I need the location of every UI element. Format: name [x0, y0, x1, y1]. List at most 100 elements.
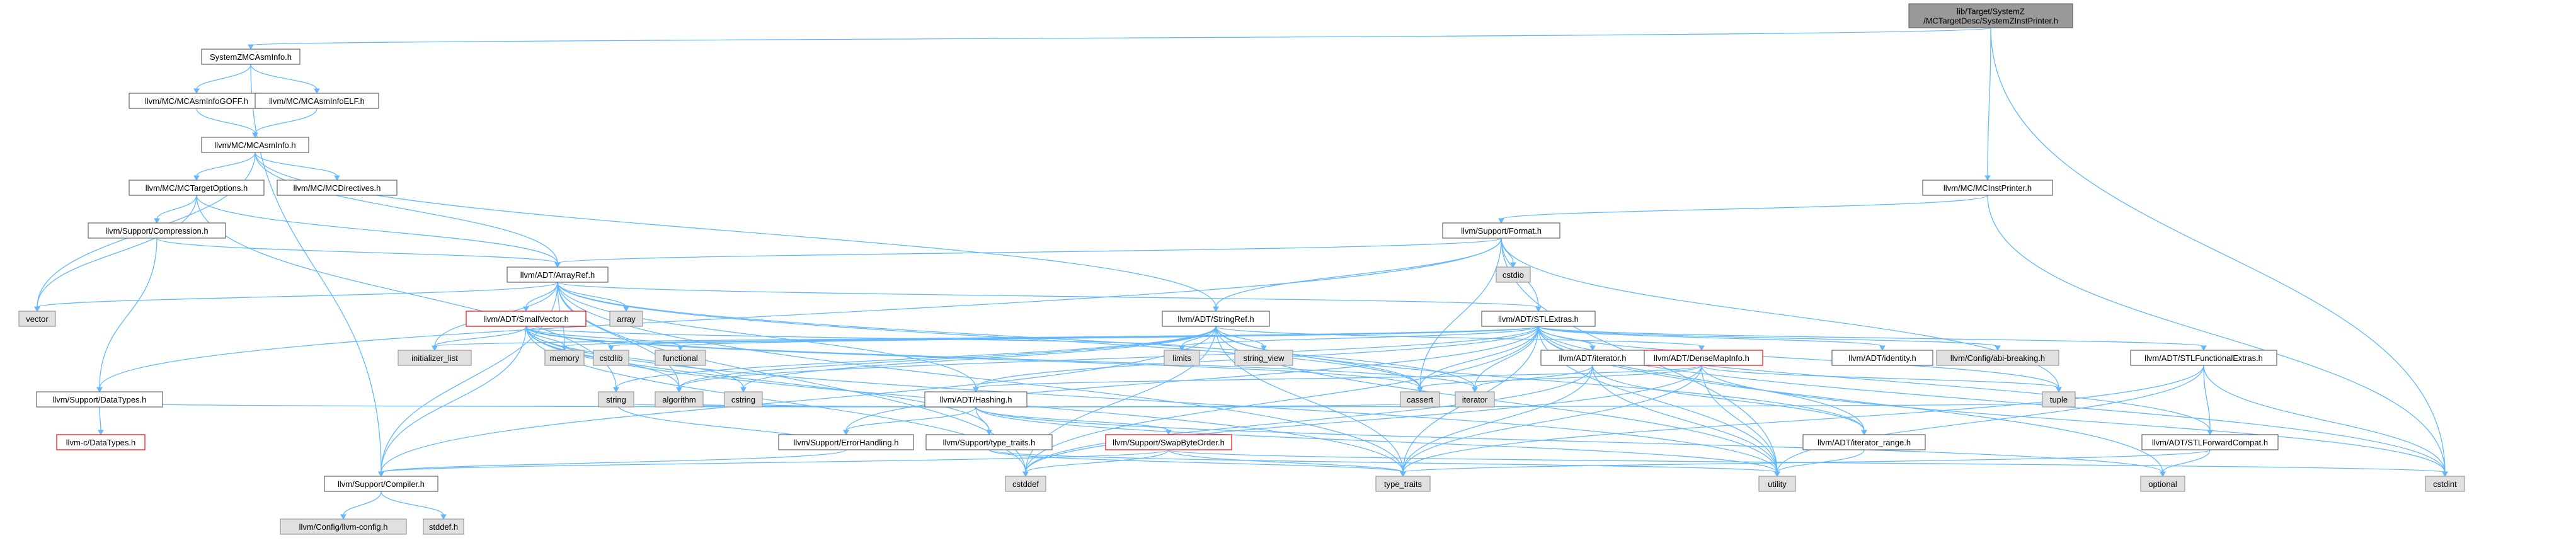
arrowhead-SwapByteOrder-to-Compiler	[378, 471, 384, 477]
arrowhead-SwapByteOrder-to-type_traits	[1400, 471, 1406, 477]
edge-ADTiterator-to-utility	[1592, 365, 1778, 473]
edge-MCAsmInfoELF-to-MCAsmInfo	[255, 108, 318, 134]
node-DataTypesSupport[interactable]: llvm/Support/DataTypes.h	[36, 391, 163, 408]
edge-Compiler-to-llvmconfig	[343, 491, 382, 516]
node-box-identity	[1831, 350, 1933, 366]
node-label-SmallVector: llvm/ADT/SmallVector.h	[483, 314, 569, 324]
node-box-StringRef	[1162, 311, 1270, 327]
edge-Hashing-to-optional	[975, 406, 2163, 473]
node-identity[interactable]: llvm/ADT/identity.h	[1831, 350, 1933, 366]
node-ADTiterator[interactable]: llvm/ADT/iterator.h	[1540, 350, 1645, 366]
node-box-cassert	[1400, 391, 1440, 408]
node-MCAsmInfoGOFF[interactable]: llvm/MC/MCAsmInfoGOFF.h	[129, 93, 265, 109]
node-MCInstPrinter[interactable]: llvm/MC/MCInstPrinter.h	[1922, 180, 2053, 196]
node-ArrayRef[interactable]: llvm/ADT/ArrayRef.h	[507, 266, 609, 283]
arrowhead-STLFunctionalExtras-to-STLForwardCompat	[2207, 430, 2213, 436]
node-box-DataTypesSupport	[36, 391, 163, 408]
node-cstdlib: cstdlib	[593, 350, 629, 366]
node-cDataTypes[interactable]: llvm-c/DataTypes.h	[56, 434, 146, 450]
edge-Compiler-to-stddef	[381, 491, 444, 516]
node-StringRef[interactable]: llvm/ADT/StringRef.h	[1162, 311, 1270, 327]
arrowhead-STLExtras-to-algorithm	[676, 387, 682, 393]
node-Compiler[interactable]: llvm/Support/Compiler.h	[324, 476, 438, 492]
arrowhead-SwapByteOrder-to-cstdint	[2442, 471, 2448, 477]
node-box-MCAsmInfo	[201, 137, 309, 153]
edge-DenseMapInfo-to-utility	[1701, 365, 1778, 473]
edge-STLExtras-to-tuple	[1538, 326, 2059, 389]
edge-MCTargetOptions-to-Compression	[156, 195, 197, 220]
node-MCAsmInfo[interactable]: llvm/MC/MCAsmInfo.h	[201, 137, 309, 153]
node-cstdio: cstdio	[1496, 266, 1531, 283]
node-box-MCAsmInfoELF	[255, 93, 379, 109]
node-MCTargetOptions[interactable]: llvm/MC/MCTargetOptions.h	[129, 180, 265, 196]
node-SwapByteOrder[interactable]: llvm/Support/SwapByteOrder.h	[1105, 434, 1232, 450]
edge-STLExtras-to-limits	[1181, 326, 1539, 347]
node-cstddef: cstddef	[1005, 476, 1046, 492]
edge-DenseMapInfo-to-cstdint	[1701, 365, 2446, 473]
node-DenseMapInfo[interactable]: llvm/ADT/DenseMapInfo.h	[1640, 350, 1763, 366]
node-SystemZMCAsmInfo[interactable]: SystemZMCAsmInfo.h	[201, 49, 301, 65]
arrowhead-Hashing-to-type_traits_support	[986, 430, 992, 436]
node-box-SmallVector	[466, 311, 587, 327]
node-box-cstdint	[2425, 476, 2465, 492]
node-box-iterator_range	[1802, 434, 1926, 450]
node-label-type_traits_support: llvm/Support/type_traits.h	[943, 438, 1036, 447]
node-Compression[interactable]: llvm/Support/Compression.h	[88, 222, 226, 239]
edge-Format-to-ArrayRef	[557, 237, 1502, 264]
edge-SystemZMCAsmInfo-to-MCAsmInfoGOFF	[196, 64, 251, 90]
arrowhead-SystemZMCAsmInfo-to-MCAsmInfoELF	[314, 88, 320, 94]
node-MCDirectives[interactable]: llvm/MC/MCDirectives.h	[277, 180, 398, 196]
node-abibreaking: llvm/Config/abi-breaking.h	[1936, 350, 2059, 366]
node-SmallVector[interactable]: llvm/ADT/SmallVector.h	[466, 311, 587, 327]
edges-layer	[34, 27, 2448, 520]
arrowhead-Format-to-DataTypesSupport	[96, 387, 103, 393]
edge-StringRef-to-limits	[1181, 326, 1216, 347]
arrowhead-ArrayRef-to-array	[623, 306, 629, 312]
node-STLForwardCompat[interactable]: llvm/ADT/STLForwardCompat.h	[2141, 434, 2279, 450]
edge-MCAsmInfoGOFF-to-MCAsmInfo	[196, 108, 256, 134]
node-box-SwapByteOrder	[1105, 434, 1232, 450]
arrowhead-root-to-MCInstPrinter	[1984, 175, 1991, 181]
node-box-cDataTypes	[56, 434, 146, 450]
edge-DenseMapInfo-to-cstddef	[1025, 365, 1702, 473]
edge-Hashing-to-utility	[975, 406, 1778, 473]
node-memory: memory	[544, 350, 585, 366]
node-STLExtras[interactable]: llvm/ADT/STLExtras.h	[1481, 311, 1596, 327]
arrowhead-SystemZMCAsmInfo-to-MCAsmInfoGOFF	[193, 88, 200, 94]
edge-STLExtras-to-STLForwardCompat	[1538, 326, 2211, 432]
node-string: string	[598, 391, 634, 408]
node-box-Compression	[88, 222, 226, 239]
node-label-SwapByteOrder: llvm/Support/SwapByteOrder.h	[1113, 438, 1225, 447]
edge-StringRef-to-cstring	[743, 326, 1216, 389]
arrowhead-MCTargetOptions-to-Compression	[154, 218, 160, 224]
edge-ArrayRef-to-vector	[37, 282, 558, 308]
arrowhead-Format-to-cstdio	[1510, 262, 1516, 268]
node-label-abibreaking: llvm/Config/abi-breaking.h	[1950, 353, 2045, 363]
node-STLFunctionalExtras[interactable]: llvm/ADT/STLFunctionalExtras.h	[2130, 350, 2277, 366]
node-label-iterator_range: llvm/ADT/iterator_range.h	[1818, 438, 1911, 447]
node-root[interactable]: lib/Target/SystemZ/MCTargetDesc/SystemZI…	[1908, 3, 2073, 28]
node-cassert: cassert	[1400, 391, 1440, 408]
edge-Compression-to-ArrayRef	[156, 237, 558, 264]
edge-ArrayRef-to-Hashing	[557, 282, 976, 389]
node-label-string_view: string_view	[1243, 353, 1285, 363]
node-ErrorHandling[interactable]: llvm/Support/ErrorHandling.h	[778, 434, 914, 450]
arrowhead-STLExtras-to-abibreaking	[1995, 345, 2001, 352]
node-label-array: array	[617, 314, 636, 324]
node-Hashing[interactable]: llvm/ADT/Hashing.h	[924, 391, 1028, 408]
edge-ArrayRef-to-STLExtras	[557, 282, 1539, 308]
node-type_traits_support[interactable]: llvm/Support/type_traits.h	[925, 434, 1053, 450]
node-Format[interactable]: llvm/Support/Format.h	[1442, 222, 1560, 239]
arrowhead-STLExtras-to-functional	[677, 345, 684, 352]
node-label-algorithm: algorithm	[662, 395, 696, 404]
edge-SmallVector-to-Compiler	[381, 326, 527, 473]
node-MCAsmInfoELF[interactable]: llvm/MC/MCAsmInfoELF.h	[255, 93, 379, 109]
node-box-optional	[2140, 476, 2185, 492]
edge-type_traits_support-to-type_traits	[988, 449, 1404, 473]
arrowhead-Format-to-StringRef	[1213, 306, 1219, 312]
node-box-tuple	[2042, 391, 2076, 408]
node-box-MCInstPrinter	[1922, 180, 2053, 196]
edge-STLExtras-to-abibreaking	[1538, 326, 1998, 347]
node-iterator_range[interactable]: llvm/ADT/iterator_range.h	[1802, 434, 1926, 450]
